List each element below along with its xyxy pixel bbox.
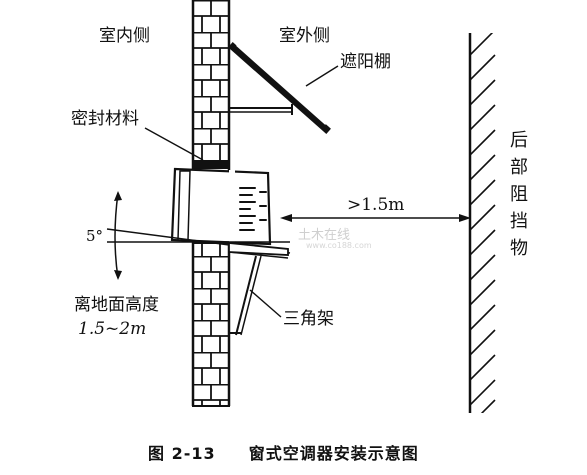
seal-leader: [144, 127, 204, 161]
air-conditioner: [170, 167, 272, 246]
watermark-url: www.co188.com: [306, 241, 372, 250]
leader-lines: [144, 65, 339, 318]
distance-dimension: [280, 214, 471, 222]
figure-caption: 图 2-13 窗式空调器安装示意图: [148, 440, 419, 464]
label-angle: 5°: [86, 227, 104, 245]
label-height-value: 1.5~2m: [78, 319, 147, 339]
label-rear-obstacle: 后部阻挡物: [510, 130, 528, 259]
ac-louvers: [239, 187, 267, 231]
watermark-text: 土木在线: [298, 228, 351, 243]
sunshade-leader: [305, 65, 339, 87]
bracket-top: [228, 242, 289, 256]
label-distance: >1.5m: [347, 195, 405, 215]
label-bracket: 三角架: [283, 309, 334, 329]
label-seal: 密封材料: [71, 109, 139, 129]
bracket-brace: [235, 255, 257, 336]
sunshade-board: [228, 42, 331, 134]
angle-arc: [114, 192, 119, 279]
label-outdoor: 室外侧: [279, 26, 330, 46]
label-indoor: 室内侧: [99, 26, 150, 46]
figure-title: 窗式空调器安装示意图: [248, 444, 419, 463]
brick-wall-lower: [192, 241, 230, 407]
label-sunshade: 遮阳棚: [340, 52, 391, 72]
sunshade: [228, 42, 331, 134]
figure-number: 图 2-13: [148, 444, 216, 463]
rear-obstacle-wall: [468, 33, 496, 413]
label-height: 离地面高度: [74, 295, 159, 315]
bracket-leader: [249, 289, 282, 318]
triangle-bracket: [228, 242, 289, 336]
brick-wall-upper: [192, 0, 230, 169]
